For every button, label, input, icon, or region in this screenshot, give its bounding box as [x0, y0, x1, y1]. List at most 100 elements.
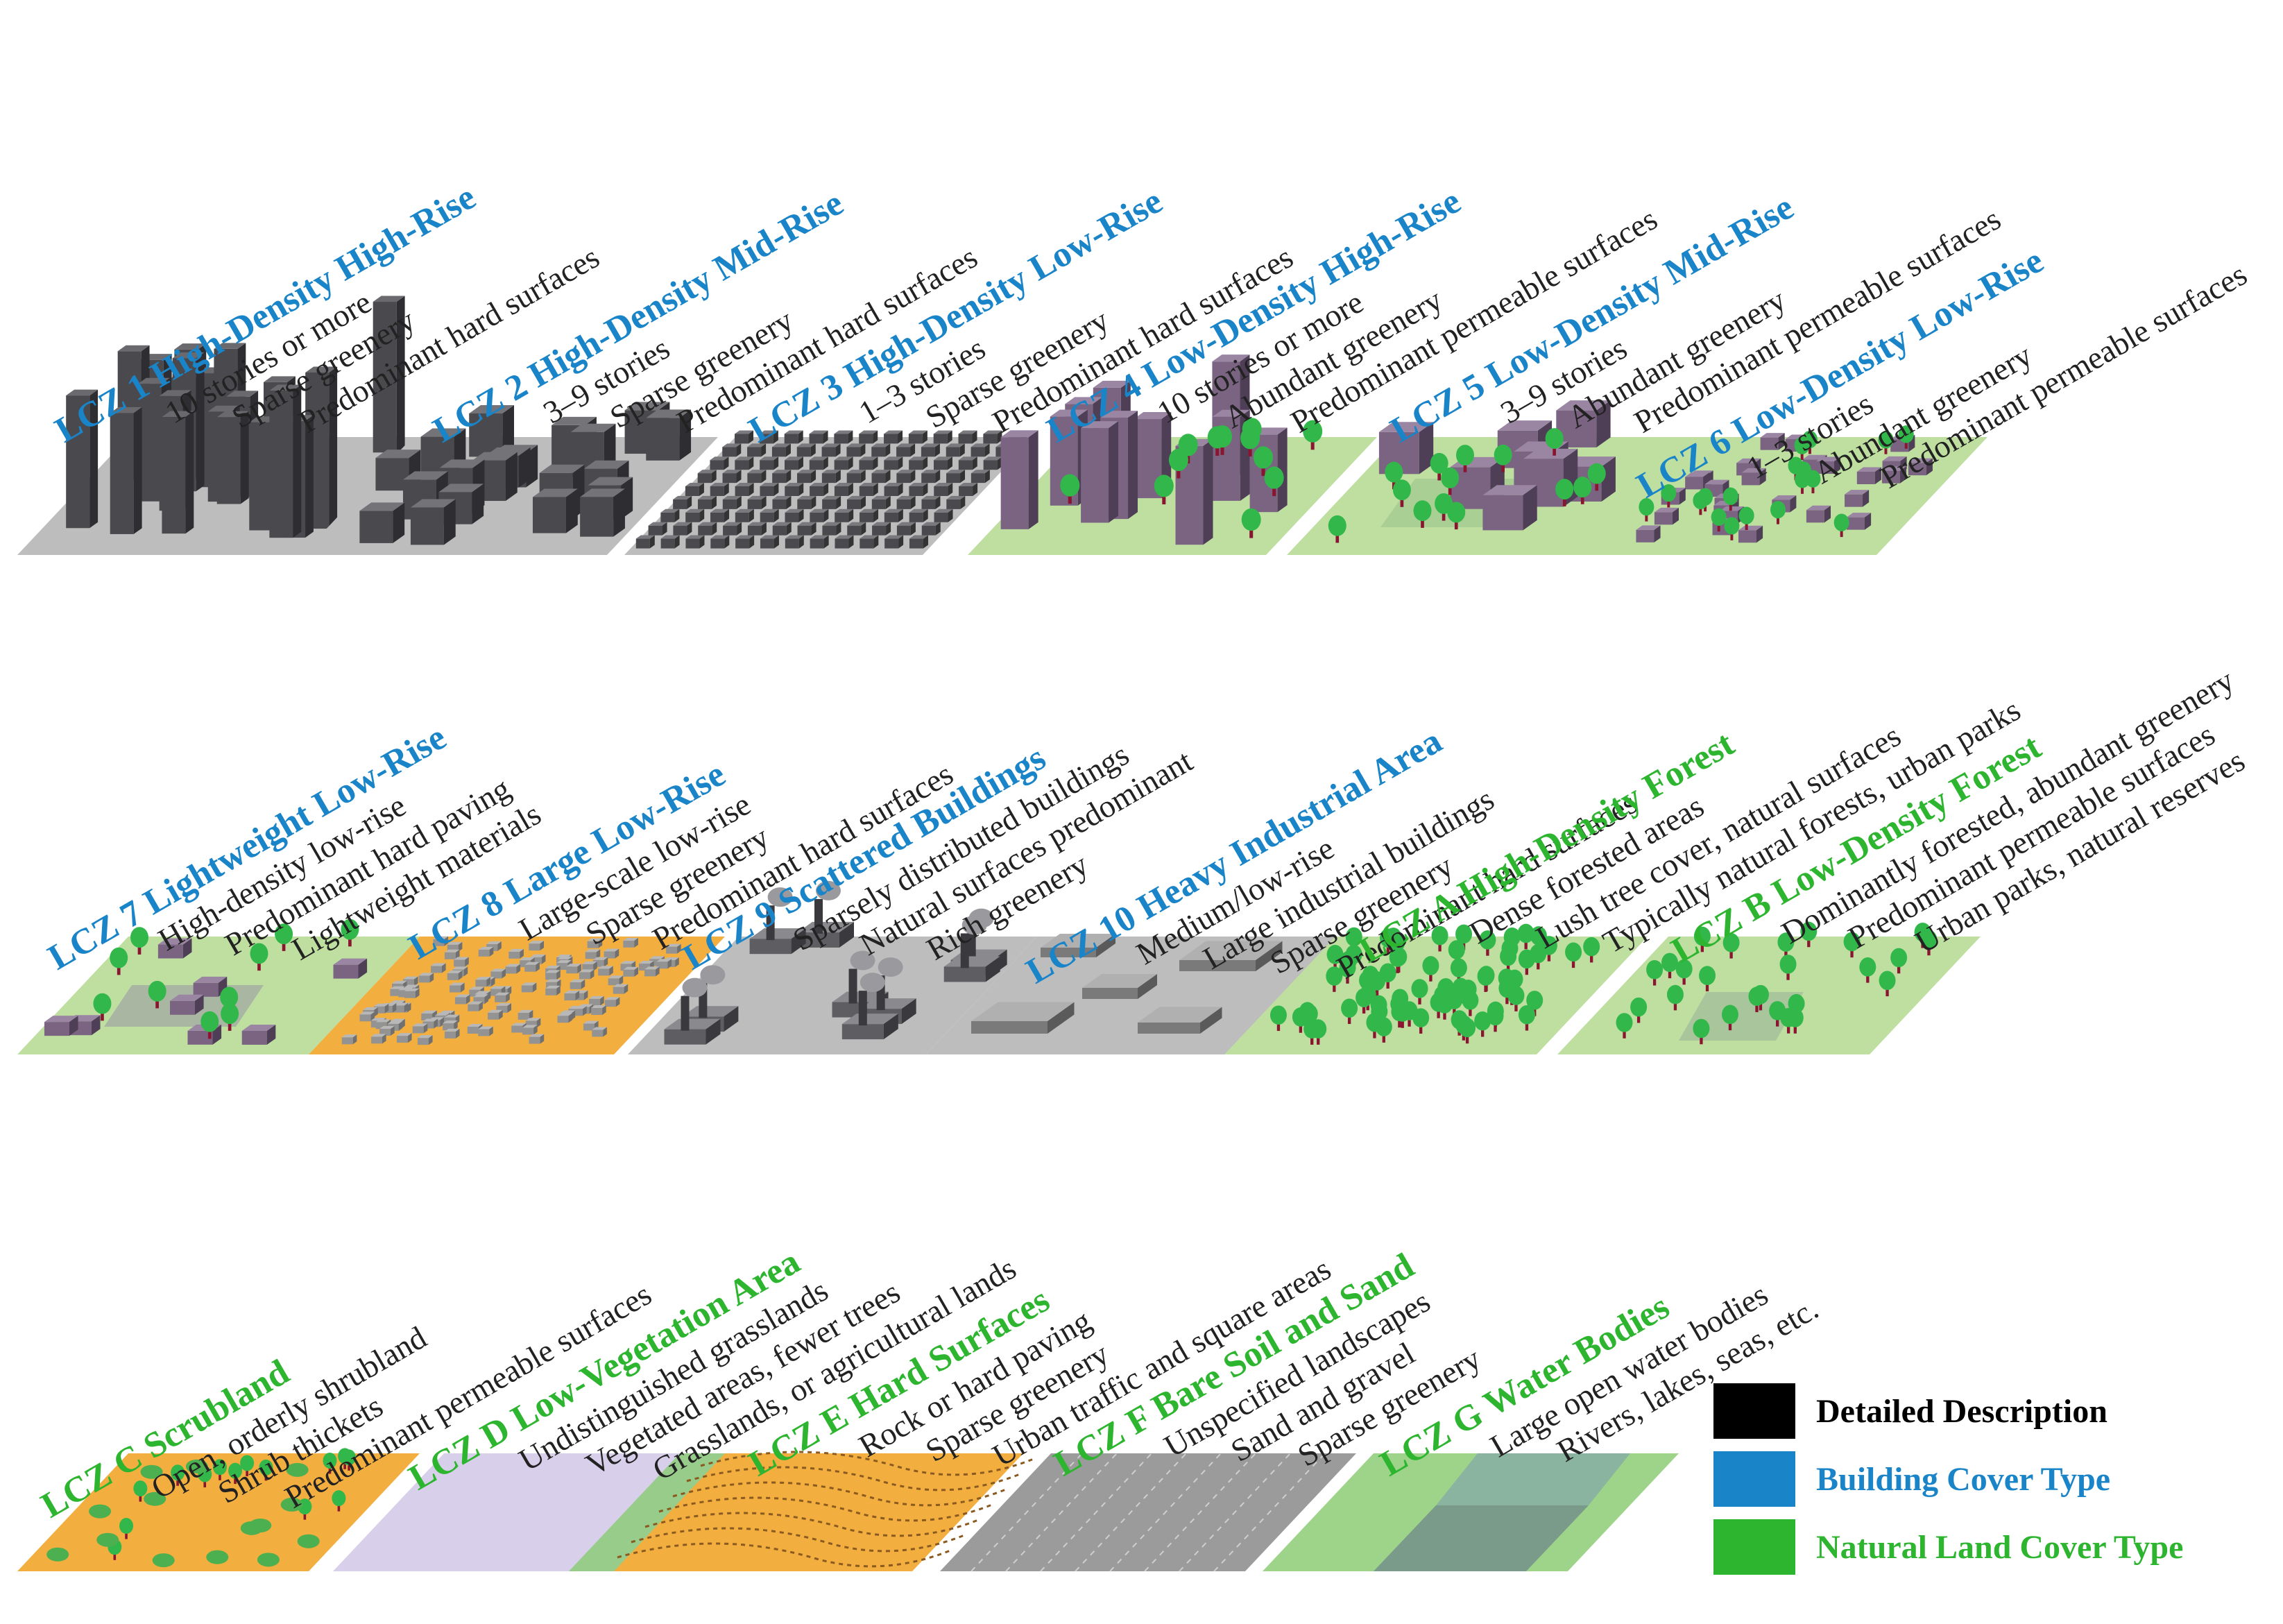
factory-base — [901, 998, 916, 1025]
building-block — [110, 413, 134, 534]
building-block — [871, 473, 886, 484]
factory-base — [798, 932, 840, 948]
building-block — [959, 443, 965, 457]
building-block — [566, 964, 581, 967]
building-block — [545, 973, 557, 980]
tree-canopy — [341, 918, 359, 940]
building-block — [1926, 458, 1933, 476]
building-block — [589, 995, 604, 999]
building-block — [1908, 458, 1933, 463]
building-block — [898, 535, 904, 549]
building-block — [884, 460, 898, 470]
building-block — [241, 1030, 267, 1045]
building-block — [502, 404, 515, 457]
building-block — [472, 452, 518, 461]
building-block — [110, 407, 142, 413]
building-block — [910, 443, 916, 457]
building-block — [214, 343, 246, 349]
building-block — [948, 508, 953, 522]
building-block — [983, 434, 998, 444]
building-block — [540, 1034, 545, 1044]
building-block — [687, 522, 692, 536]
factory-chimney — [848, 968, 857, 1004]
building-block — [809, 434, 823, 444]
building-block — [959, 483, 978, 486]
factory-chimney — [967, 926, 976, 961]
tree-canopy — [1168, 448, 1188, 472]
smoke-plume — [860, 973, 885, 993]
building-block — [846, 470, 866, 474]
building-block — [836, 522, 841, 536]
ground-patch — [569, 1453, 735, 1571]
building-block — [266, 1024, 276, 1045]
building-block — [859, 483, 878, 486]
building-block — [885, 470, 891, 484]
building-block — [193, 976, 228, 983]
building-block — [454, 994, 470, 998]
building-block — [685, 508, 705, 513]
building-block — [1856, 471, 1875, 484]
building-block — [172, 352, 205, 359]
building-block — [896, 522, 916, 526]
building-block — [66, 395, 90, 529]
building-block — [646, 409, 692, 418]
building-block — [1865, 513, 1872, 530]
building-block — [772, 473, 787, 484]
industrial-building — [1256, 941, 1283, 971]
building-block — [823, 430, 828, 444]
building-block — [1882, 456, 1907, 461]
building-block — [467, 1027, 479, 1034]
building-block — [784, 456, 803, 461]
tree-canopy — [1770, 501, 1786, 519]
building-block — [393, 502, 405, 543]
tree-canopy — [1447, 502, 1466, 523]
building-block — [379, 1025, 395, 1029]
tree-canopy — [1264, 466, 1284, 489]
building-block — [1815, 456, 1841, 462]
building-block — [860, 512, 874, 522]
factory-base — [943, 956, 1000, 967]
building-block — [396, 1036, 408, 1043]
tree-canopy — [1474, 1011, 1491, 1031]
tree-canopy — [1661, 952, 1678, 973]
building-block — [604, 997, 620, 1000]
building-block — [404, 984, 420, 988]
building-block — [1277, 427, 1288, 513]
building-block — [886, 522, 891, 536]
building-block — [495, 995, 506, 1002]
building-block — [556, 960, 572, 964]
building-block — [921, 499, 936, 509]
building-block — [506, 992, 510, 1002]
building-block — [592, 959, 604, 967]
building-block — [796, 443, 816, 447]
building-block — [699, 483, 704, 496]
building-block — [520, 960, 531, 968]
building-block — [946, 447, 960, 457]
building-block — [511, 1023, 527, 1026]
building-block — [909, 486, 923, 496]
building-block — [568, 1013, 573, 1023]
building-block — [983, 456, 1002, 461]
building-block — [469, 986, 484, 990]
smoke-plume — [850, 950, 875, 971]
building-block — [934, 508, 953, 513]
tree-canopy — [1328, 515, 1346, 536]
building-block — [760, 538, 774, 549]
building-block — [972, 456, 977, 470]
building-block — [363, 1007, 378, 1010]
building-block — [545, 979, 561, 982]
building-block — [89, 389, 99, 529]
building-block — [495, 992, 510, 995]
building-block — [454, 957, 469, 960]
building-block — [736, 470, 742, 484]
building-block — [934, 512, 948, 522]
building-block — [710, 483, 729, 486]
legend-swatch — [1713, 1519, 1795, 1575]
building-block — [484, 994, 488, 1005]
building-block — [909, 512, 923, 522]
building-block — [608, 978, 619, 986]
building-block — [983, 430, 1002, 434]
tiles-layer — [17, 296, 1987, 1572]
tree-canopy — [1394, 1002, 1411, 1022]
building-block — [478, 946, 494, 950]
